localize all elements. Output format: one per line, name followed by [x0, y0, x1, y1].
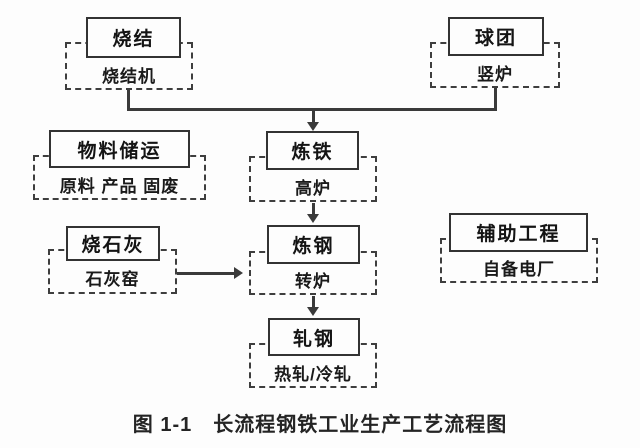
node-ironmaking-title-box: 炼铁 [266, 131, 359, 170]
node-pellet-title: 球团 [474, 28, 517, 49]
node-rolling-sub-label: 热轧/冷轧 [274, 364, 352, 384]
edge-ironmaking-steelmaking-stem [312, 203, 315, 215]
node-material-storage-title-box: 物料储运 [49, 130, 190, 168]
edge-steelmaking-rolling-arrowhead [307, 307, 319, 316]
node-pellet-title-box: 球团 [448, 17, 544, 56]
edge-ironmaking-steelmaking-arrowhead [307, 214, 319, 223]
edge-lime-steelmaking-arrowhead [234, 267, 243, 279]
node-steelmaking-title-box: 炼钢 [267, 225, 360, 264]
edge-pellet-stem [494, 88, 497, 110]
edge-sinter-stem [127, 90, 130, 110]
node-material-storage-sub-label: 原料 产品 固废 [59, 176, 180, 196]
node-lime-title: 烧石灰 [81, 235, 145, 256]
node-sinter-title: 烧结 [112, 29, 155, 50]
node-ironmaking: 炼铁 高炉 [249, 131, 377, 202]
node-pellet: 球团 竖炉 [430, 17, 560, 88]
node-ironmaking-sub-label: 高炉 [295, 178, 331, 198]
edge-to-ironmaking-arrowhead [307, 122, 319, 131]
node-material-storage: 物料储运 原料 产品 固废 [33, 130, 206, 200]
node-auxiliary-title-box: 辅助工程 [449, 213, 588, 252]
node-pellet-sub-label: 竖炉 [477, 64, 513, 84]
node-sinter-title-box: 烧结 [86, 17, 181, 58]
figure-caption: 图 1-1 长流程钢铁工业生产工艺流程图 [132, 414, 508, 436]
edge-to-ironmaking-stem [312, 110, 315, 123]
node-steelmaking: 炼钢 转炉 [249, 225, 377, 295]
node-ironmaking-title: 炼铁 [291, 142, 334, 163]
node-sinter-sub-label: 烧结机 [102, 66, 156, 86]
node-steelmaking-title: 炼钢 [292, 236, 335, 257]
node-rolling: 轧钢 热轧/冷轧 [249, 318, 377, 388]
node-auxiliary-sub-label: 自备电厂 [483, 259, 555, 279]
node-lime-sub-label: 石灰窑 [85, 269, 140, 289]
edge-steelmaking-rolling-stem [312, 296, 315, 308]
node-rolling-title: 轧钢 [292, 328, 335, 350]
node-steelmaking-sub-label: 转炉 [295, 272, 331, 291]
node-lime: 烧石灰 石灰窑 [48, 226, 177, 294]
node-auxiliary: 辅助工程 自备电厂 [440, 213, 598, 283]
node-material-storage-title: 物料储运 [77, 140, 162, 162]
edge-lime-steelmaking-stem [177, 272, 234, 275]
node-auxiliary-title: 辅助工程 [476, 224, 561, 245]
edge-merge-horizontal [127, 108, 497, 111]
node-lime-title-box: 烧石灰 [66, 226, 160, 261]
node-rolling-title-box: 轧钢 [268, 318, 360, 356]
node-sinter: 烧结 烧结机 [65, 17, 193, 90]
